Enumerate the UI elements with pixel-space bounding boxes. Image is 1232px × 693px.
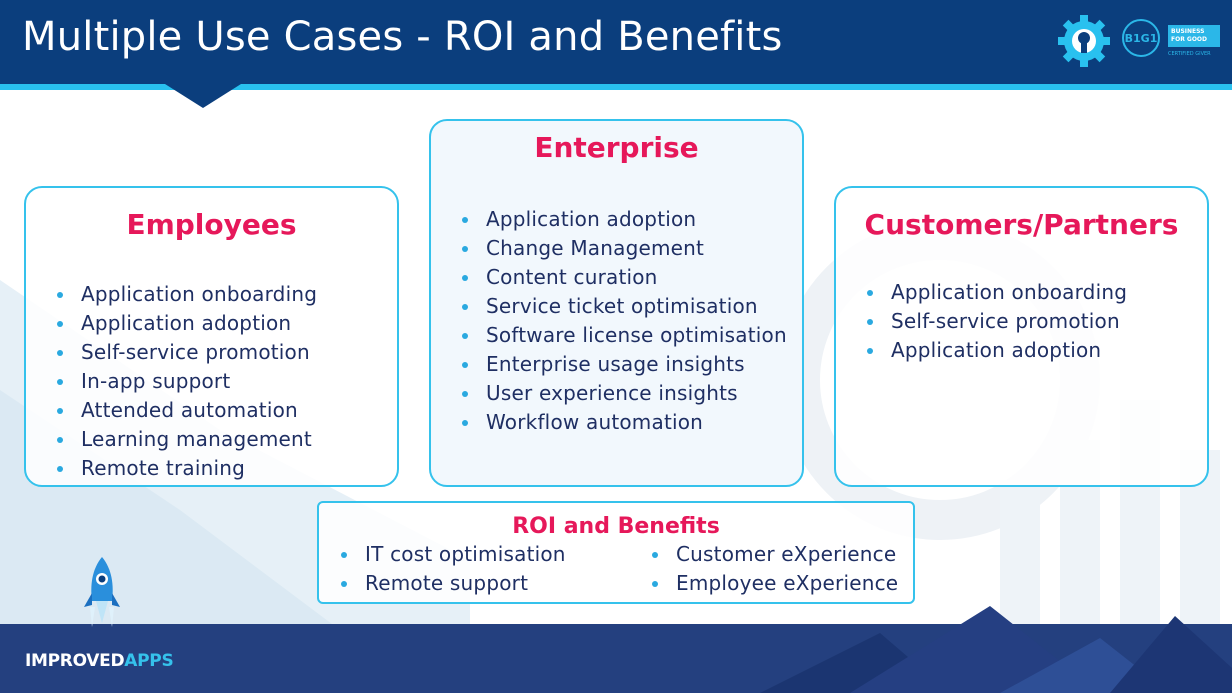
enterprise-list: Application adoption Change Management C…	[460, 205, 787, 437]
customers-list: Application onboarding Self-service prom…	[865, 278, 1127, 365]
list-item: User experience insights	[460, 379, 787, 408]
list-item: Self-service promotion	[55, 338, 317, 367]
brand-accent: APPS	[124, 651, 174, 671]
header-bar: Multiple Use Cases - ROI and Benefits B1…	[0, 0, 1232, 84]
customers-title: Customers/Partners	[864, 208, 1179, 241]
b1g1-line2: FOR GOOD	[1171, 36, 1208, 43]
list-item: Workflow automation	[460, 408, 787, 437]
list-item: Application onboarding	[865, 278, 1127, 307]
roi-title: ROI and Benefits	[512, 514, 720, 539]
list-item: Self-service promotion	[865, 307, 1127, 336]
gear-keyhole-logo-icon	[1058, 15, 1110, 67]
employees-card: Employees Application onboarding Applica…	[24, 186, 399, 487]
list-item: Application adoption	[460, 205, 787, 234]
customers-card: Customers/Partners Application onboardin…	[834, 186, 1209, 487]
list-item: Attended automation	[55, 396, 317, 425]
list-item: IT cost optimisation	[339, 540, 566, 569]
list-item: Application adoption	[865, 336, 1127, 365]
mountains-decoration	[760, 606, 1232, 693]
list-item: Service ticket optimisation	[460, 292, 787, 321]
roi-list-left: IT cost optimisation Remote support	[339, 540, 566, 598]
page-title: Multiple Use Cases - ROI and Benefits	[22, 14, 783, 60]
b1g1-line1: BUSINESS	[1171, 28, 1205, 35]
list-item: Customer eXperience	[650, 540, 898, 569]
b1g1-sub: CERTIFIED GIVER	[1168, 51, 1211, 57]
list-item: Remote training	[55, 454, 317, 483]
list-item: Remote support	[339, 569, 566, 598]
b1g1-circle: B1G1	[1122, 19, 1160, 57]
enterprise-card: Enterprise Application adoption Change M…	[429, 119, 804, 487]
list-item: Change Management	[460, 234, 787, 263]
header-notch	[165, 84, 241, 108]
employees-list: Application onboarding Application adopt…	[55, 280, 317, 483]
list-item: Enterprise usage insights	[460, 350, 787, 379]
list-item: Application adoption	[55, 309, 317, 338]
b1g1-badge: BUSINESS FOR GOOD	[1168, 25, 1220, 47]
list-item: Learning management	[55, 425, 317, 454]
list-item: In-app support	[55, 367, 317, 396]
roi-card: ROI and Benefits IT cost optimisation Re…	[317, 501, 915, 604]
list-item: Software license optimisation	[460, 321, 787, 350]
improvedapps-logo: IMPROVEDAPPS	[25, 651, 174, 671]
list-item: Content curation	[460, 263, 787, 292]
roi-list-right: Customer eXperience Employee eXperience	[650, 540, 898, 598]
brand-main: IMPROVED	[25, 651, 125, 671]
list-item: Application onboarding	[55, 280, 317, 309]
enterprise-title: Enterprise	[534, 131, 699, 164]
list-item: Employee eXperience	[650, 569, 898, 598]
b1g1-logo: B1G1 BUSINESS FOR GOOD CERTIFIED GIVER	[1122, 19, 1220, 61]
employees-title: Employees	[126, 208, 297, 241]
rocket-icon	[84, 557, 120, 627]
header-stripe	[0, 84, 1232, 90]
